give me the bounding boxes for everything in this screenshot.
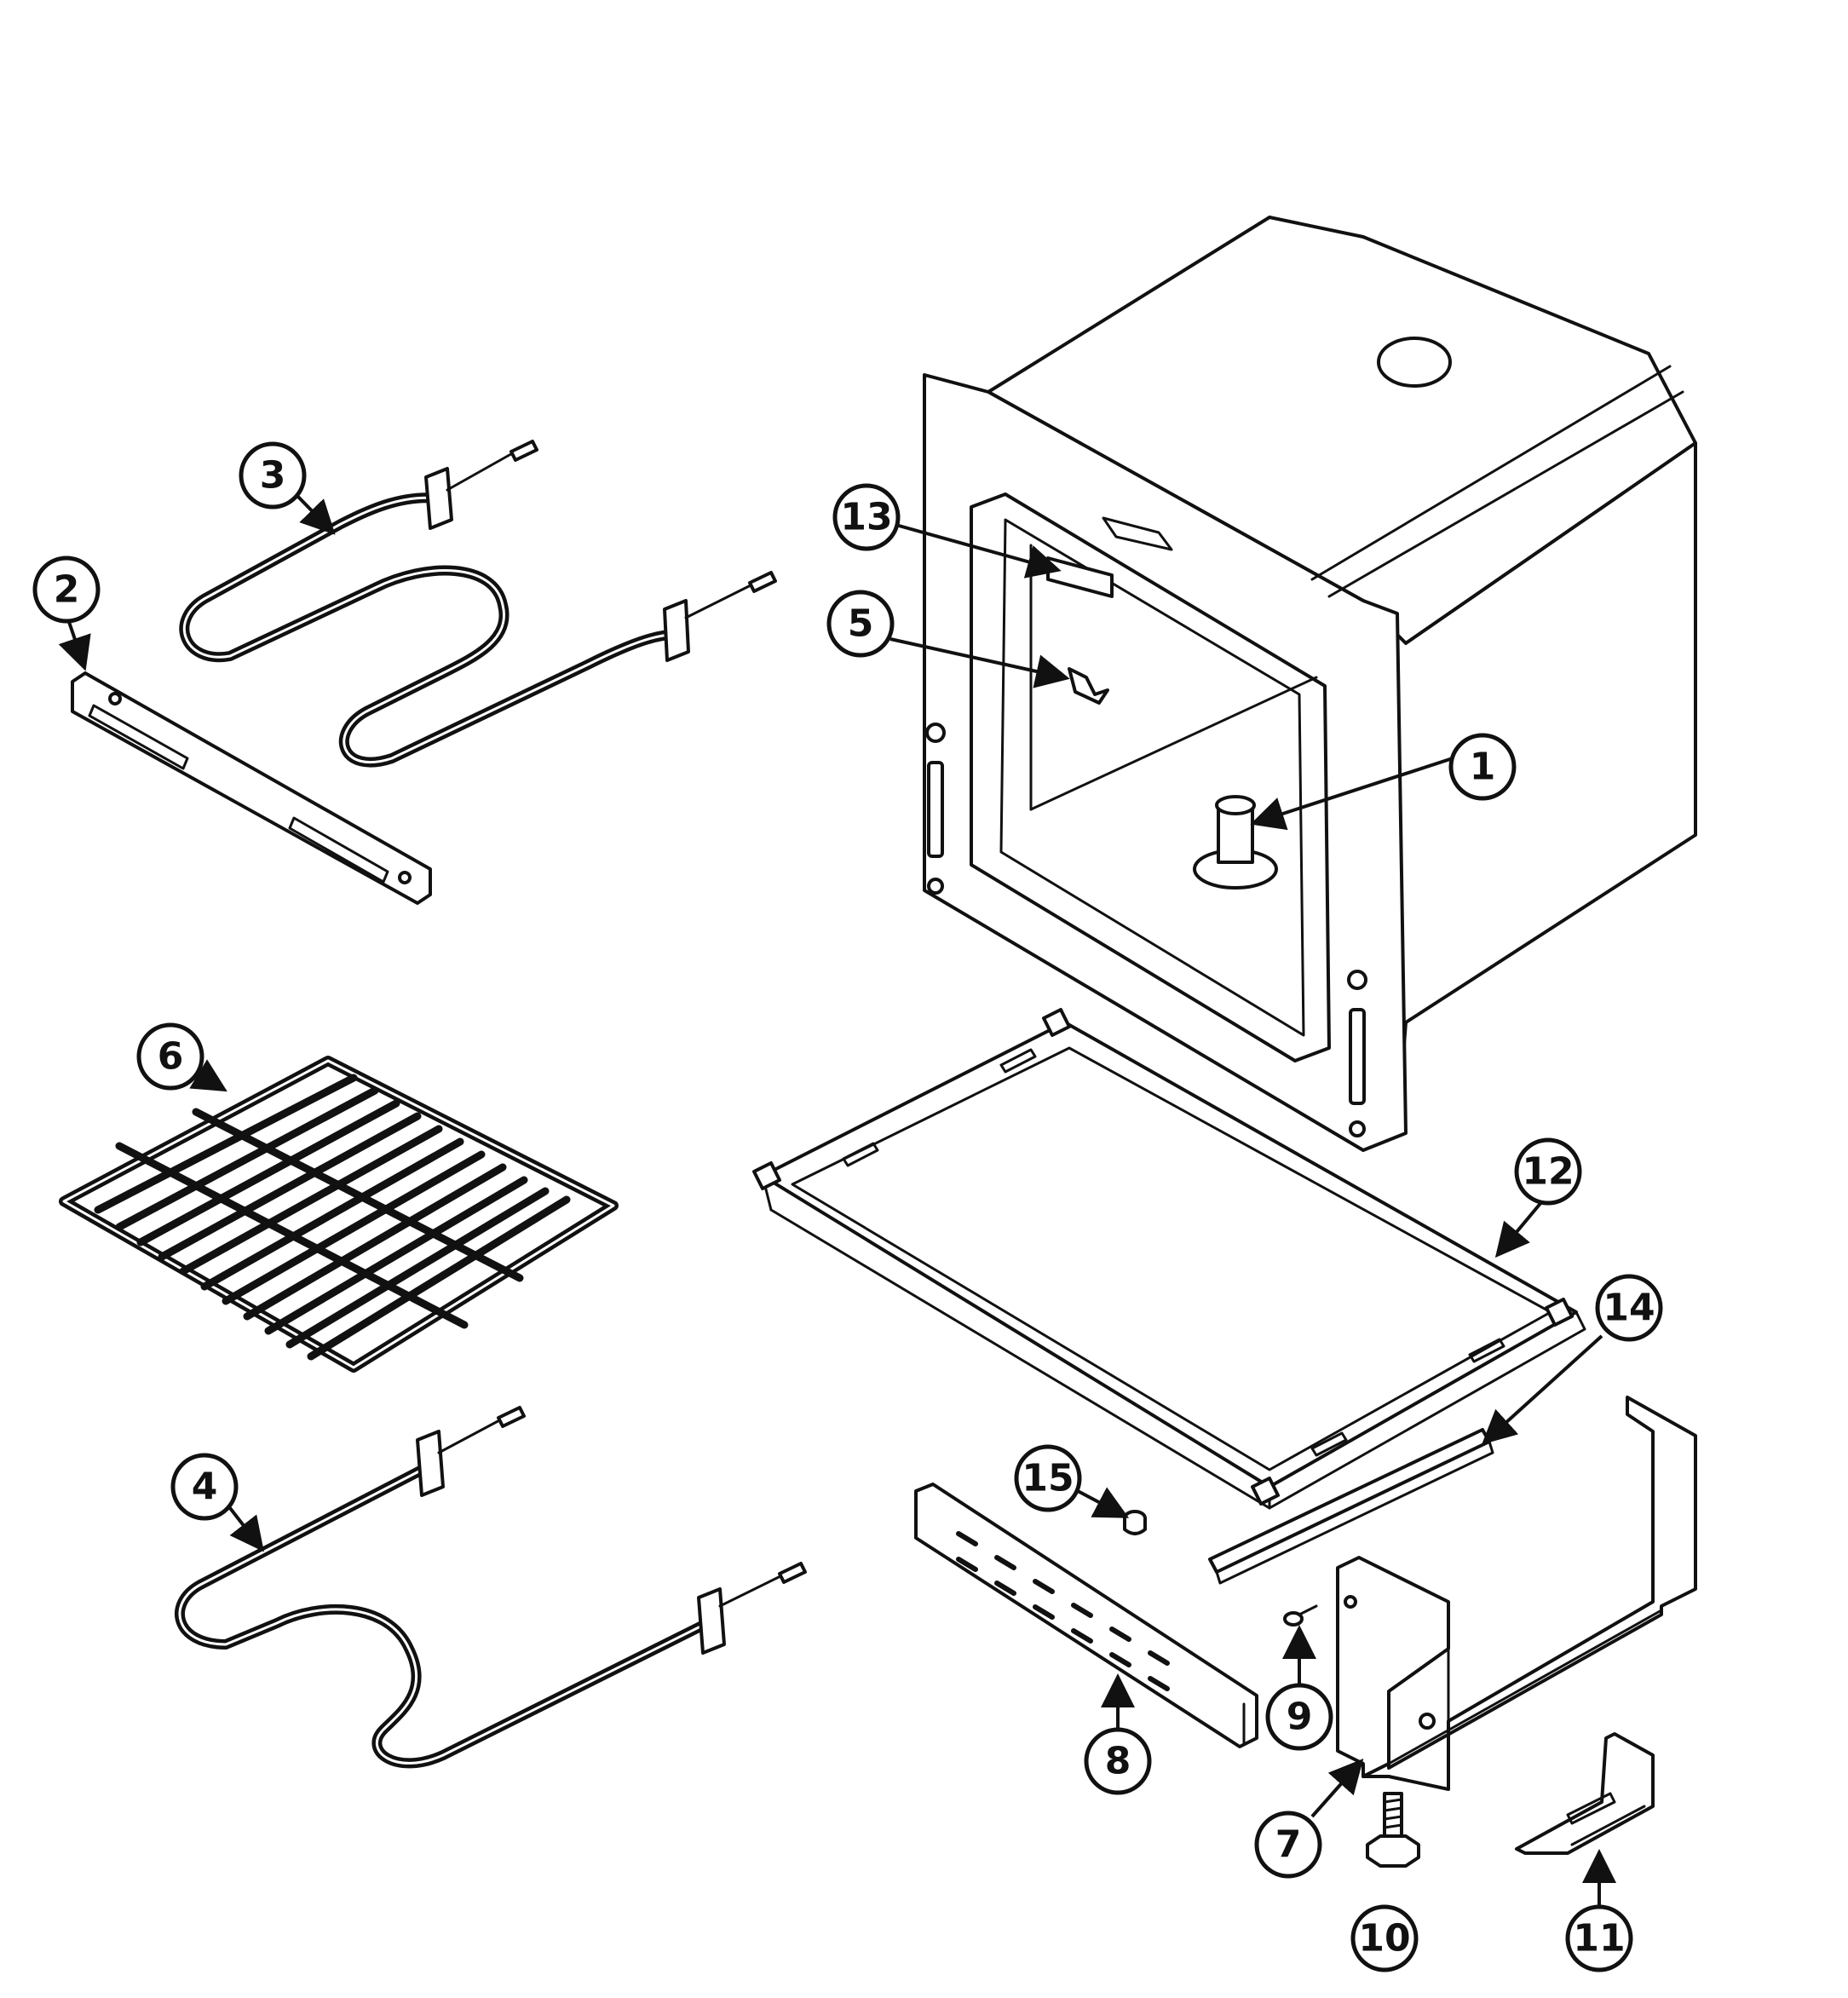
leader-4 bbox=[228, 1506, 264, 1552]
callout-10: 10 bbox=[1350, 1904, 1419, 1972]
callout-1: 1 bbox=[1448, 733, 1517, 801]
callout-3: 3 bbox=[239, 441, 307, 510]
leader-13 bbox=[898, 524, 1062, 579]
callout-9: 9 bbox=[1265, 1683, 1333, 1751]
callout-5-label: 5 bbox=[848, 602, 874, 646]
part-12-bottom-tray bbox=[752, 1008, 1586, 1510]
callout-10-label: 10 bbox=[1358, 1917, 1410, 1961]
callout-13-label: 13 bbox=[840, 496, 892, 539]
callout-12-label: 12 bbox=[1522, 1150, 1574, 1194]
callout-8: 8 bbox=[1084, 1727, 1152, 1795]
part-5-clip bbox=[1068, 667, 1109, 705]
oven-cavity bbox=[923, 216, 1697, 1152]
part-6-oven-rack bbox=[59, 1056, 619, 1373]
leader-15 bbox=[1077, 1487, 1130, 1518]
callout-2-label: 2 bbox=[54, 568, 80, 612]
leader-1 bbox=[1250, 757, 1454, 831]
leader-3 bbox=[294, 492, 336, 535]
callout-11: 11 bbox=[1565, 1904, 1633, 1972]
callout-14-label: 14 bbox=[1603, 1287, 1655, 1330]
callout-3-label: 3 bbox=[260, 454, 286, 498]
callout-15: 15 bbox=[1014, 1444, 1082, 1512]
leader-7 bbox=[1310, 1759, 1364, 1818]
part-4-bake-element bbox=[175, 1406, 807, 1769]
part-9-screw bbox=[1283, 1604, 1318, 1627]
leader-5 bbox=[889, 637, 1070, 688]
callout-15-label: 15 bbox=[1022, 1457, 1074, 1500]
leader-14 bbox=[1482, 1334, 1603, 1445]
callout-2: 2 bbox=[32, 556, 101, 624]
callout-5: 5 bbox=[826, 590, 895, 658]
callout-13: 13 bbox=[832, 483, 901, 551]
leader-12 bbox=[1494, 1200, 1544, 1258]
callout-8-label: 8 bbox=[1105, 1740, 1131, 1783]
part-8-vent-panel bbox=[914, 1483, 1258, 1748]
callout-4: 4 bbox=[170, 1453, 239, 1521]
part-3-broil-element bbox=[179, 440, 777, 768]
leader-6 bbox=[189, 1059, 227, 1092]
callout-4-label: 4 bbox=[192, 1465, 218, 1509]
leader-lines bbox=[58, 492, 1616, 1907]
leader-2 bbox=[58, 619, 91, 671]
callout-11-label: 11 bbox=[1573, 1917, 1625, 1961]
callout-14: 14 bbox=[1595, 1274, 1663, 1342]
part-10-leveling-leg bbox=[1366, 1792, 1420, 1868]
callout-9-label: 9 bbox=[1287, 1696, 1313, 1739]
callout-6-label: 6 bbox=[158, 1035, 184, 1079]
part-7-frame-bracket bbox=[1336, 1396, 1697, 1791]
part-11-anti-tip-bracket bbox=[1515, 1732, 1655, 1855]
callout-7-label: 7 bbox=[1275, 1823, 1302, 1867]
part-15-nut bbox=[1123, 1510, 1147, 1535]
callout-12: 12 bbox=[1514, 1137, 1582, 1206]
callout-1-label: 1 bbox=[1470, 746, 1496, 789]
part-2-mounting-bar bbox=[71, 671, 432, 905]
callout-6: 6 bbox=[136, 1022, 204, 1091]
callout-7: 7 bbox=[1254, 1811, 1322, 1879]
part-1-fitting bbox=[1193, 795, 1278, 890]
